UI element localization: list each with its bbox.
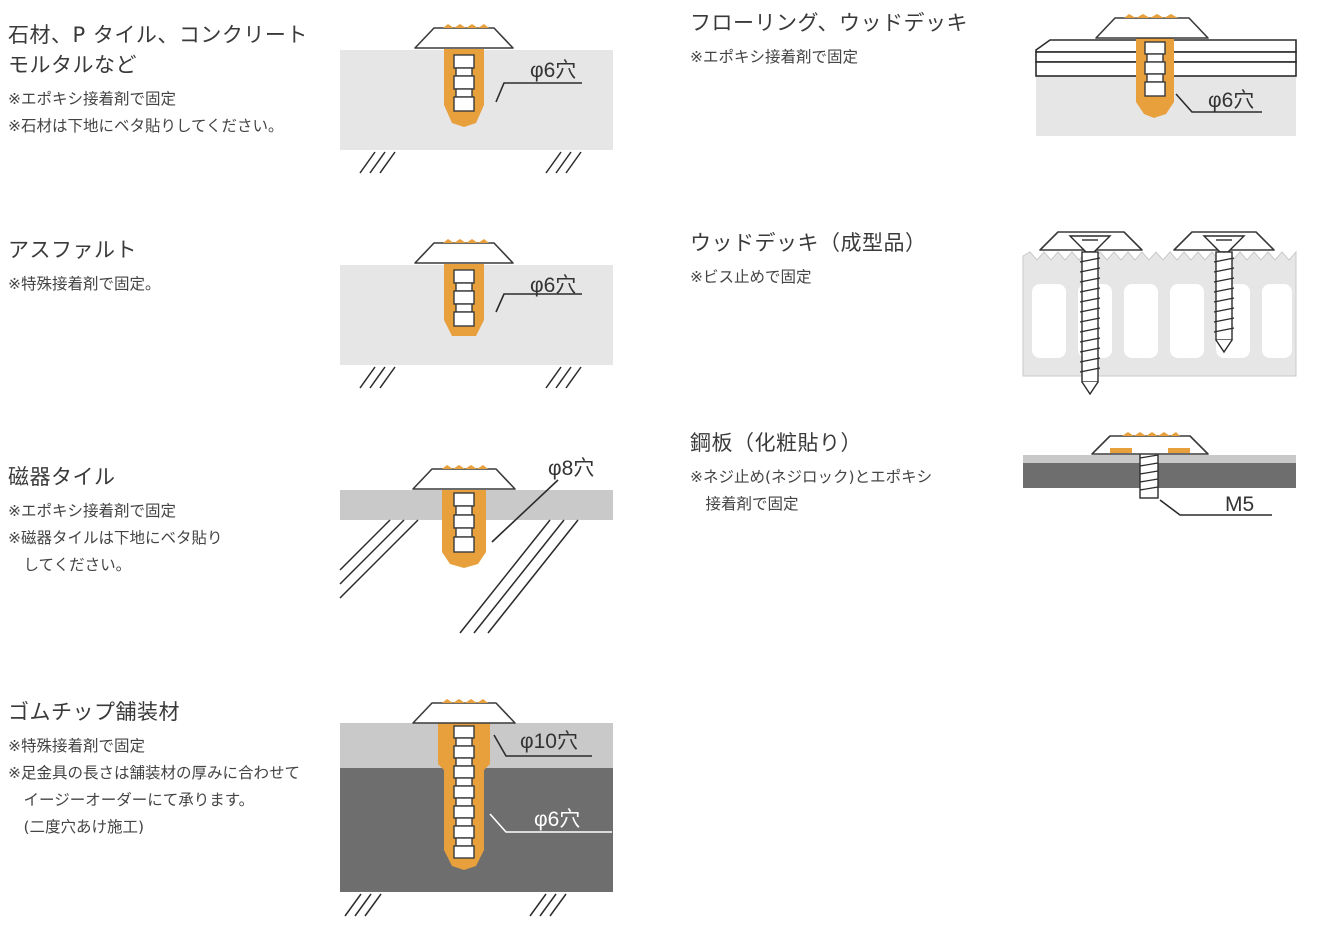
hole-label: φ8穴 [548,457,594,480]
section-note: ※石材は下地にベタ貼りしてください。 [8,117,284,135]
hole-label-lower: φ6穴 [534,808,580,831]
section-title: フローリング、ウッドデッキ [690,11,969,35]
diagram-asphalt: φ6穴 [340,239,613,389]
section-note: ※エポキシ接着剤で固定 [8,502,176,520]
section-note: ※ネジ止め(ネジロック)とエポキシ [690,468,933,486]
section-wooddeck: ウッドデッキ（成型品） ※ビス止めで固定 [690,228,927,291]
section-title: 磁器タイル [8,465,116,489]
section-note: してください。 [8,556,132,574]
hole-label: φ6穴 [1208,89,1254,112]
section-note: ※足金具の長さは舗装材の厚みに合わせて [8,764,300,782]
diagram-flooring: φ6穴 [1035,14,1297,136]
section-porcelain: 磁器タイル ※エポキシ接着剤で固定 ※磁器タイルは下地にベタ貼り してください。 [8,462,223,579]
diagram-steel: M5 [1023,432,1296,516]
diagram-porcelain: φ8穴 [339,457,613,634]
section-note: イージーオーダーにて承ります。 [8,791,255,809]
section-note: ※エポキシ接着剤で固定 [8,90,176,108]
hole-label: φ6穴 [530,59,576,82]
section-asphalt: アスファルト ※特殊接着剤で固定。 [8,235,161,298]
hole-label-upper: φ10穴 [520,730,578,753]
diagram-stone: φ6穴 [340,24,613,174]
diagram-wooddeck [1022,231,1297,396]
section-title: 石材、P タイル、コンクリート [8,23,308,47]
section-note: ※ビス止めで固定 [690,268,812,286]
section-note: ※特殊接着剤で固定。 [8,275,161,293]
diagram-rubber: φ10穴 φ6穴 [340,699,613,917]
section-note: ※磁器タイルは下地にベタ貼り [8,529,223,547]
section-note: ※特殊接着剤で固定 [8,737,145,755]
section-title: ウッドデッキ（成型品） [690,231,927,255]
section-flooring: フローリング、ウッドデッキ ※エポキシ接着剤で固定 [690,8,968,71]
section-note: 接着剤で固定 [690,495,799,513]
section-note: (二度穴あけ施工) [8,818,145,836]
section-steel: 鋼板（化粧貼り） ※ネジ止め(ネジロック)とエポキシ 接着剤で固定 [690,428,932,518]
section-rubber: ゴムチップ舗装材 ※特殊接着剤で固定 ※足金具の長さは舗装材の厚みに合わせて イ… [8,697,300,841]
section-stone: 石材、P タイル、コンクリート モルタルなど ※エポキシ接着剤で固定 ※石材は下… [8,20,308,140]
section-note: ※エポキシ接着剤で固定 [690,48,858,66]
section-title: ゴムチップ舗装材 [8,700,180,724]
section-title: アスファルト [8,238,137,262]
section-title: モルタルなど [8,53,137,77]
hole-label: φ6穴 [530,274,576,297]
screw-label: M5 [1225,493,1254,516]
section-title: 鋼板（化粧貼り） [690,431,862,455]
